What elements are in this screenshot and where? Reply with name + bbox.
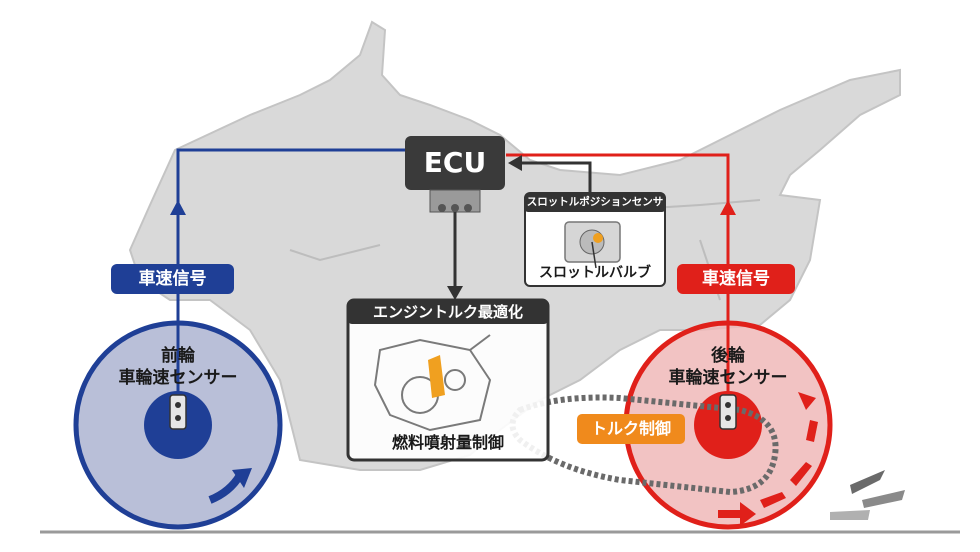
front-signal-line [176,148,405,392]
ecu-to-engine-arrowhead [447,286,463,300]
engine-torque-panel [346,298,550,462]
front-wheel-speed-sensor-icon [169,394,187,430]
motorcycle-silhouette [128,20,901,471]
torque-control-badge [577,414,685,444]
rear-rotation-arrows [718,392,818,526]
throttle-to-ecu-arrowhead [508,155,522,171]
traction-marks [830,470,905,520]
front-sensor-label-line1: 前輪 [161,346,195,366]
front-signal-badge [111,264,234,294]
fuel-spray-icon [428,355,445,398]
rear-wheel-speed-sensor-icon [719,394,737,430]
rear-sensor-label-line1: 後輪 [711,346,745,366]
rear-signal-arrowhead [720,200,736,215]
torque-control-label: トルク制御 [590,419,671,438]
ecu-label: ECU [423,146,487,179]
throttle-sensor-title: スロットルポジションセンサー [526,196,664,227]
fuel-injection-caption: 燃料噴射量制御 [391,433,504,452]
front-rotation-arrowhead [232,468,252,488]
front-sensor-label-line2: 車輪速センサー [118,368,238,388]
rear-signal-label: 車速信号 [702,269,770,289]
throttle-sensor-panel [524,192,666,287]
engine-torque-title: エンジントルク最適化 [372,303,523,321]
front-signal-arrowhead [170,200,186,215]
throttle-to-ecu-line [520,161,592,195]
front-signal-label: 車速信号 [138,269,207,289]
rear-signal-badge [677,264,795,294]
rear-signal-line [506,153,730,392]
throttle-valve-caption: スロットルバルブ [539,265,651,281]
rear-sensor-label-line2: 車輪速センサー [668,368,788,388]
ecu-unit [405,136,505,213]
